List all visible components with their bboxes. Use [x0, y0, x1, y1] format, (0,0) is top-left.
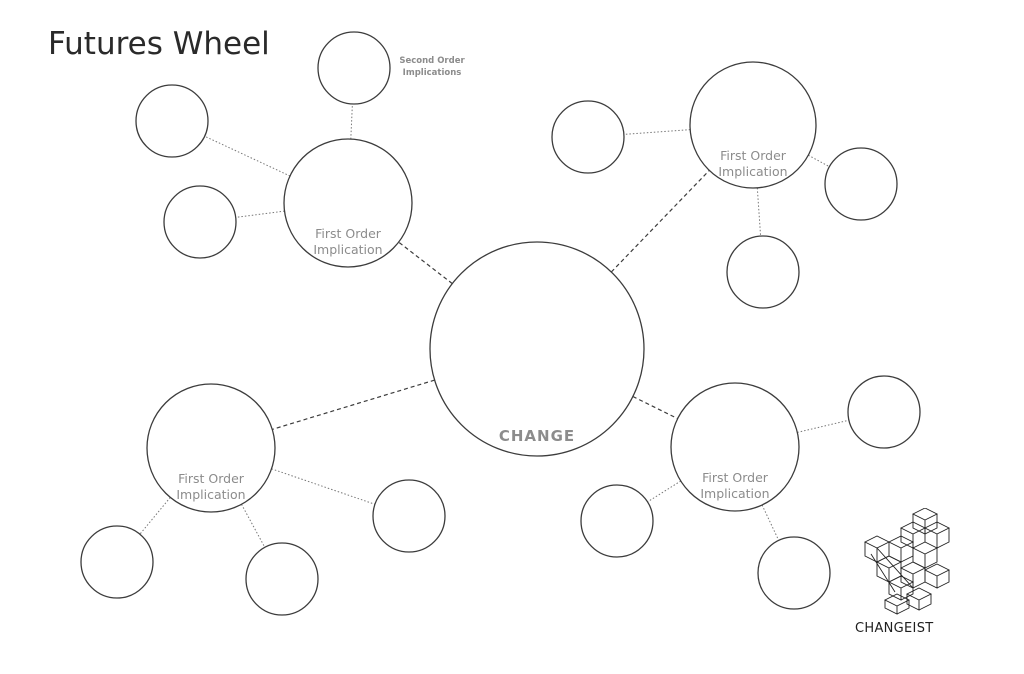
link-center-to-first-order-3 [272, 379, 435, 430]
first-order-node-3[interactable] [146, 383, 276, 513]
link-center-to-first-order-1 [398, 241, 453, 285]
second-order-node-4-3[interactable] [757, 536, 831, 610]
link-first-3-to-second-1 [271, 468, 376, 505]
first-order-label: First Order [178, 471, 245, 486]
first-order-label: Implication [700, 486, 769, 501]
second-order-node-4-2[interactable] [580, 484, 654, 558]
second-order-node-2-1[interactable] [551, 100, 625, 174]
first-order-label: Implication [313, 242, 382, 257]
link-first-3-to-second-2 [139, 497, 171, 535]
second-order-label: Second Order [399, 56, 465, 66]
second-order-node-1-3[interactable] [163, 185, 237, 259]
second-order-node-3-3[interactable] [245, 542, 319, 616]
link-first-2-to-second-2 [808, 154, 830, 168]
first-order-label: First Order [720, 148, 787, 163]
page-title: Futures Wheel [48, 26, 270, 62]
first-order-label: Implication [176, 487, 245, 502]
first-order-node-2[interactable] [689, 61, 817, 189]
link-first-1-to-second-1 [350, 103, 353, 140]
second-order-node-2-3[interactable] [726, 235, 800, 309]
links-layer [139, 103, 850, 548]
second-order-node-3-2[interactable] [80, 525, 154, 599]
brand-name: CHANGEIST [855, 621, 934, 636]
isometric-cubes-logo-icon [863, 508, 951, 615]
second-order-node-3-1[interactable] [372, 479, 446, 553]
link-center-to-first-order-2 [610, 169, 710, 273]
second-order-node-4-1[interactable] [847, 375, 921, 449]
second-order-node-2-2[interactable] [824, 147, 898, 221]
link-first-4-to-second-1 [797, 419, 850, 433]
link-first-4-to-second-2 [647, 480, 682, 503]
change-node[interactable] [429, 241, 645, 457]
link-first-1-to-second-3 [235, 210, 285, 218]
first-order-label: First Order [702, 470, 769, 485]
first-order-node-1[interactable] [283, 138, 413, 268]
link-first-1-to-second-2 [204, 135, 291, 177]
link-center-to-first-order-4 [632, 395, 678, 420]
second-order-node-1-1[interactable] [317, 31, 391, 105]
first-order-label: Implication [718, 164, 787, 179]
link-first-2-to-second-3 [756, 187, 762, 237]
first-order-label: First Order [315, 226, 382, 241]
second-order-label: Implications [403, 68, 462, 78]
link-first-3-to-second-3 [241, 504, 266, 548]
change-label: CHANGE [499, 427, 575, 445]
link-first-4-to-second-3 [761, 504, 780, 541]
second-order-node-1-2[interactable] [135, 84, 209, 158]
link-first-2-to-second-1 [623, 129, 691, 135]
first-order-node-4[interactable] [670, 382, 800, 512]
